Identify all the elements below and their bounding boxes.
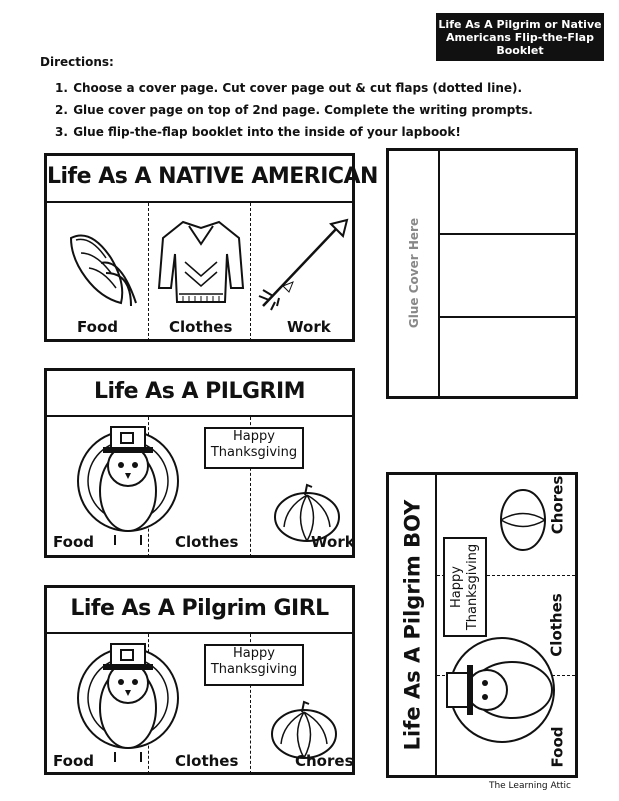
- flap-label-work: Work: [311, 533, 355, 551]
- cut-line: [250, 417, 251, 557]
- cut-line: [437, 575, 575, 576]
- turkey-pilgrim-icon: [77, 426, 179, 545]
- cut-line: [250, 634, 251, 774]
- direction-step: 1. Choose a cover page. Cut cover page o…: [55, 81, 523, 95]
- tunic-icon: [157, 220, 245, 303]
- directions-heading: Directions:: [40, 55, 114, 69]
- direction-step: 3. Glue flip-the-flap booklet into the i…: [55, 125, 461, 139]
- pumpkin-icon: [271, 700, 337, 759]
- turkey-pilgrim-icon: [77, 643, 179, 762]
- direction-step: 2. Glue cover page on top of 2nd page. C…: [55, 103, 533, 117]
- sign-rotated-text: Happy Thanksgiving: [449, 544, 481, 630]
- pumpkin-icon: [500, 489, 546, 551]
- happy-thanksgiving-sign: Happy Thanksgiving: [204, 644, 304, 686]
- sign-text-line-2: Thanksgiving: [210, 662, 298, 677]
- directions-list: 1. Choose a cover page. Cut cover page o…: [55, 77, 533, 143]
- title-line-3: Booklet: [496, 43, 544, 57]
- pilgrim-girl-title: Life As A Pilgrim GIRL: [70, 596, 329, 621]
- panel-divider: [440, 316, 575, 318]
- flap-label-chores: Chores: [548, 475, 566, 535]
- sign-text-line-1: Happy: [449, 566, 465, 608]
- title-line-1: Life As A Pilgrim or Native: [438, 17, 602, 31]
- title-divider: [47, 415, 352, 417]
- pilgrim-cover: Life As A PILGRIM Happy Thanksgiving Foo…: [44, 368, 355, 558]
- glue-cover-label: Glue Cover Here: [407, 217, 422, 329]
- cut-line: [148, 203, 149, 341]
- arrow-icon: [258, 218, 349, 311]
- title-divider: [47, 632, 352, 634]
- footer-credit: The Learning Attic: [488, 781, 571, 791]
- flap-label-clothes: Clothes: [175, 533, 239, 551]
- flap-label-work: Work: [287, 318, 331, 336]
- happy-thanksgiving-sign: Happy Thanksgiving: [443, 537, 487, 637]
- pilgrim-title: Life As A PILGRIM: [93, 379, 306, 404]
- title-line-2: Americans Flip-the-Flap: [446, 30, 594, 44]
- native-american-cover: Life As A NATIVE AMERICAN Food Clothes W…: [44, 153, 378, 342]
- flap-label-clothes: Clothes: [169, 318, 233, 336]
- pilgrim-girl-cover: Life As A Pilgrim GIRL Happy Thanksgivin…: [44, 585, 355, 775]
- booklet-title-box: Life As A Pilgrim or Native Americans Fl…: [436, 13, 604, 61]
- flap-label-food: Food: [77, 318, 118, 336]
- sign-text-line-2: Thanksgiving: [210, 445, 298, 460]
- corn-icon: [69, 234, 137, 307]
- sign-text-line-1: Happy: [233, 429, 275, 444]
- flap-label-food: Food: [548, 726, 566, 768]
- flap-label-clothes: Clothes: [175, 752, 239, 770]
- pumpkin-icon: [274, 483, 340, 542]
- flap-label-clothes: Clothes: [548, 593, 566, 657]
- happy-thanksgiving-sign: Happy Thanksgiving: [204, 427, 304, 469]
- title-divider: [435, 475, 437, 775]
- sign-text-line-2: Thanksgiving: [465, 543, 481, 631]
- title-divider: [47, 201, 352, 203]
- glue-panel: Glue Cover Here: [386, 148, 578, 399]
- panel-divider: [438, 151, 440, 396]
- pilgrim-boy-cover: Life As A Pilgrim BOY Happy Thanksgiving…: [386, 472, 578, 778]
- flap-label-food: Food: [53, 752, 94, 770]
- flap-label-chores: Chores: [295, 752, 354, 770]
- native-american-title: Life As A NATIVE AMERICAN: [47, 164, 378, 189]
- turkey-pilgrim-icon: [446, 637, 555, 743]
- panel-divider: [440, 233, 575, 235]
- sign-text-line-1: Happy: [233, 646, 275, 661]
- cut-line: [250, 203, 251, 341]
- flap-label-food: Food: [53, 533, 94, 551]
- pilgrim-boy-title: Life As A Pilgrim BOY: [400, 499, 424, 751]
